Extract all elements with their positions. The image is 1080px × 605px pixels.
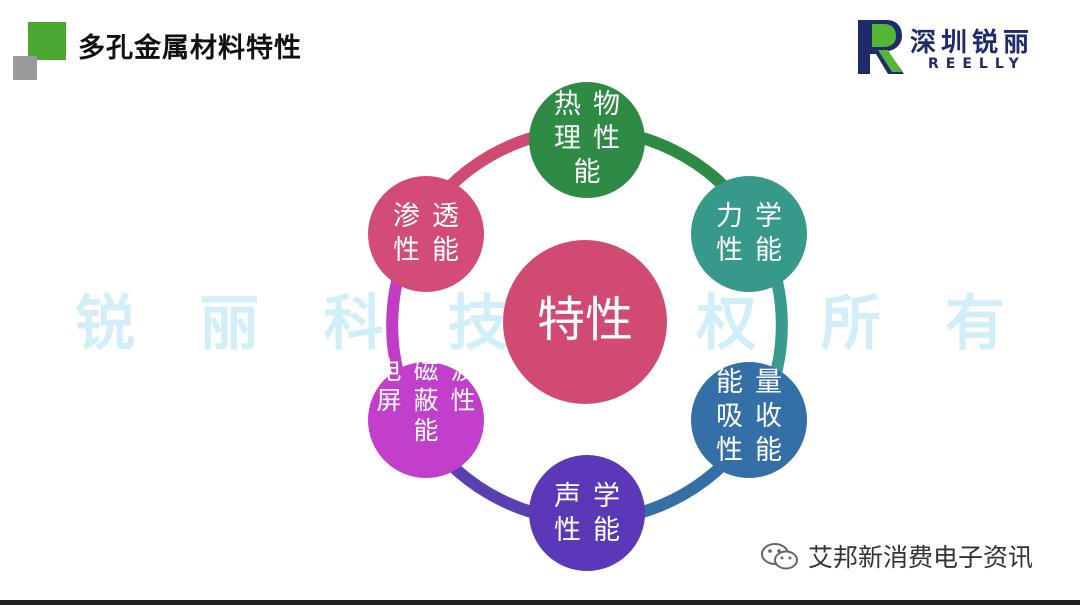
node-acoustic <box>529 455 645 571</box>
node-label-energy-absorption: 能量吸收性能 <box>716 367 794 466</box>
wechat-icon <box>761 543 798 570</box>
node-label-mechanical: 力学性能 <box>716 201 794 266</box>
watermark-char: 丽 <box>199 288 260 359</box>
logo-name-cn: 深圳锐丽 <box>910 28 1035 58</box>
bottom-divider <box>0 600 1080 605</box>
watermark-char: 有 <box>944 288 1005 359</box>
center-label: 特性 <box>536 292 633 348</box>
watermark-char: 技 <box>447 288 508 359</box>
logo-name-en: REELLY <box>928 56 1026 72</box>
node-emi-shielding <box>368 362 484 478</box>
page-title: 多孔金属材料特性 <box>78 33 302 64</box>
center-node <box>503 240 667 404</box>
watermark-char: 权 <box>696 288 757 359</box>
node-mechanical <box>691 176 807 292</box>
node-label-acoustic: 声学性能 <box>554 481 632 546</box>
node-permeability <box>368 176 484 292</box>
node-label-permeability: 渗透性能 <box>393 201 471 266</box>
watermark: 锐 丽 科 技 版 权 所 有 <box>60 278 1020 359</box>
source-text: 艾邦新消费电子资讯 <box>808 543 1034 572</box>
reelly-logo-icon <box>858 20 904 74</box>
node-energy-absorption <box>691 362 807 478</box>
corner-green-square <box>28 22 66 60</box>
watermark-char: 科 <box>323 288 384 359</box>
company-logo: 深圳锐丽 REELLY <box>858 18 1058 76</box>
corner-gray-square <box>13 56 37 80</box>
watermark-char: 锐 <box>75 288 135 359</box>
node-thermal-physical <box>529 82 645 198</box>
watermark-char: 所 <box>820 288 881 359</box>
node-label-emi-shielding: 电磁波屏蔽性能 <box>376 356 488 445</box>
node-label-thermal-physical: 热物理性能 <box>554 89 632 188</box>
source-credit: 艾邦新消费电子资讯 <box>760 538 1060 574</box>
